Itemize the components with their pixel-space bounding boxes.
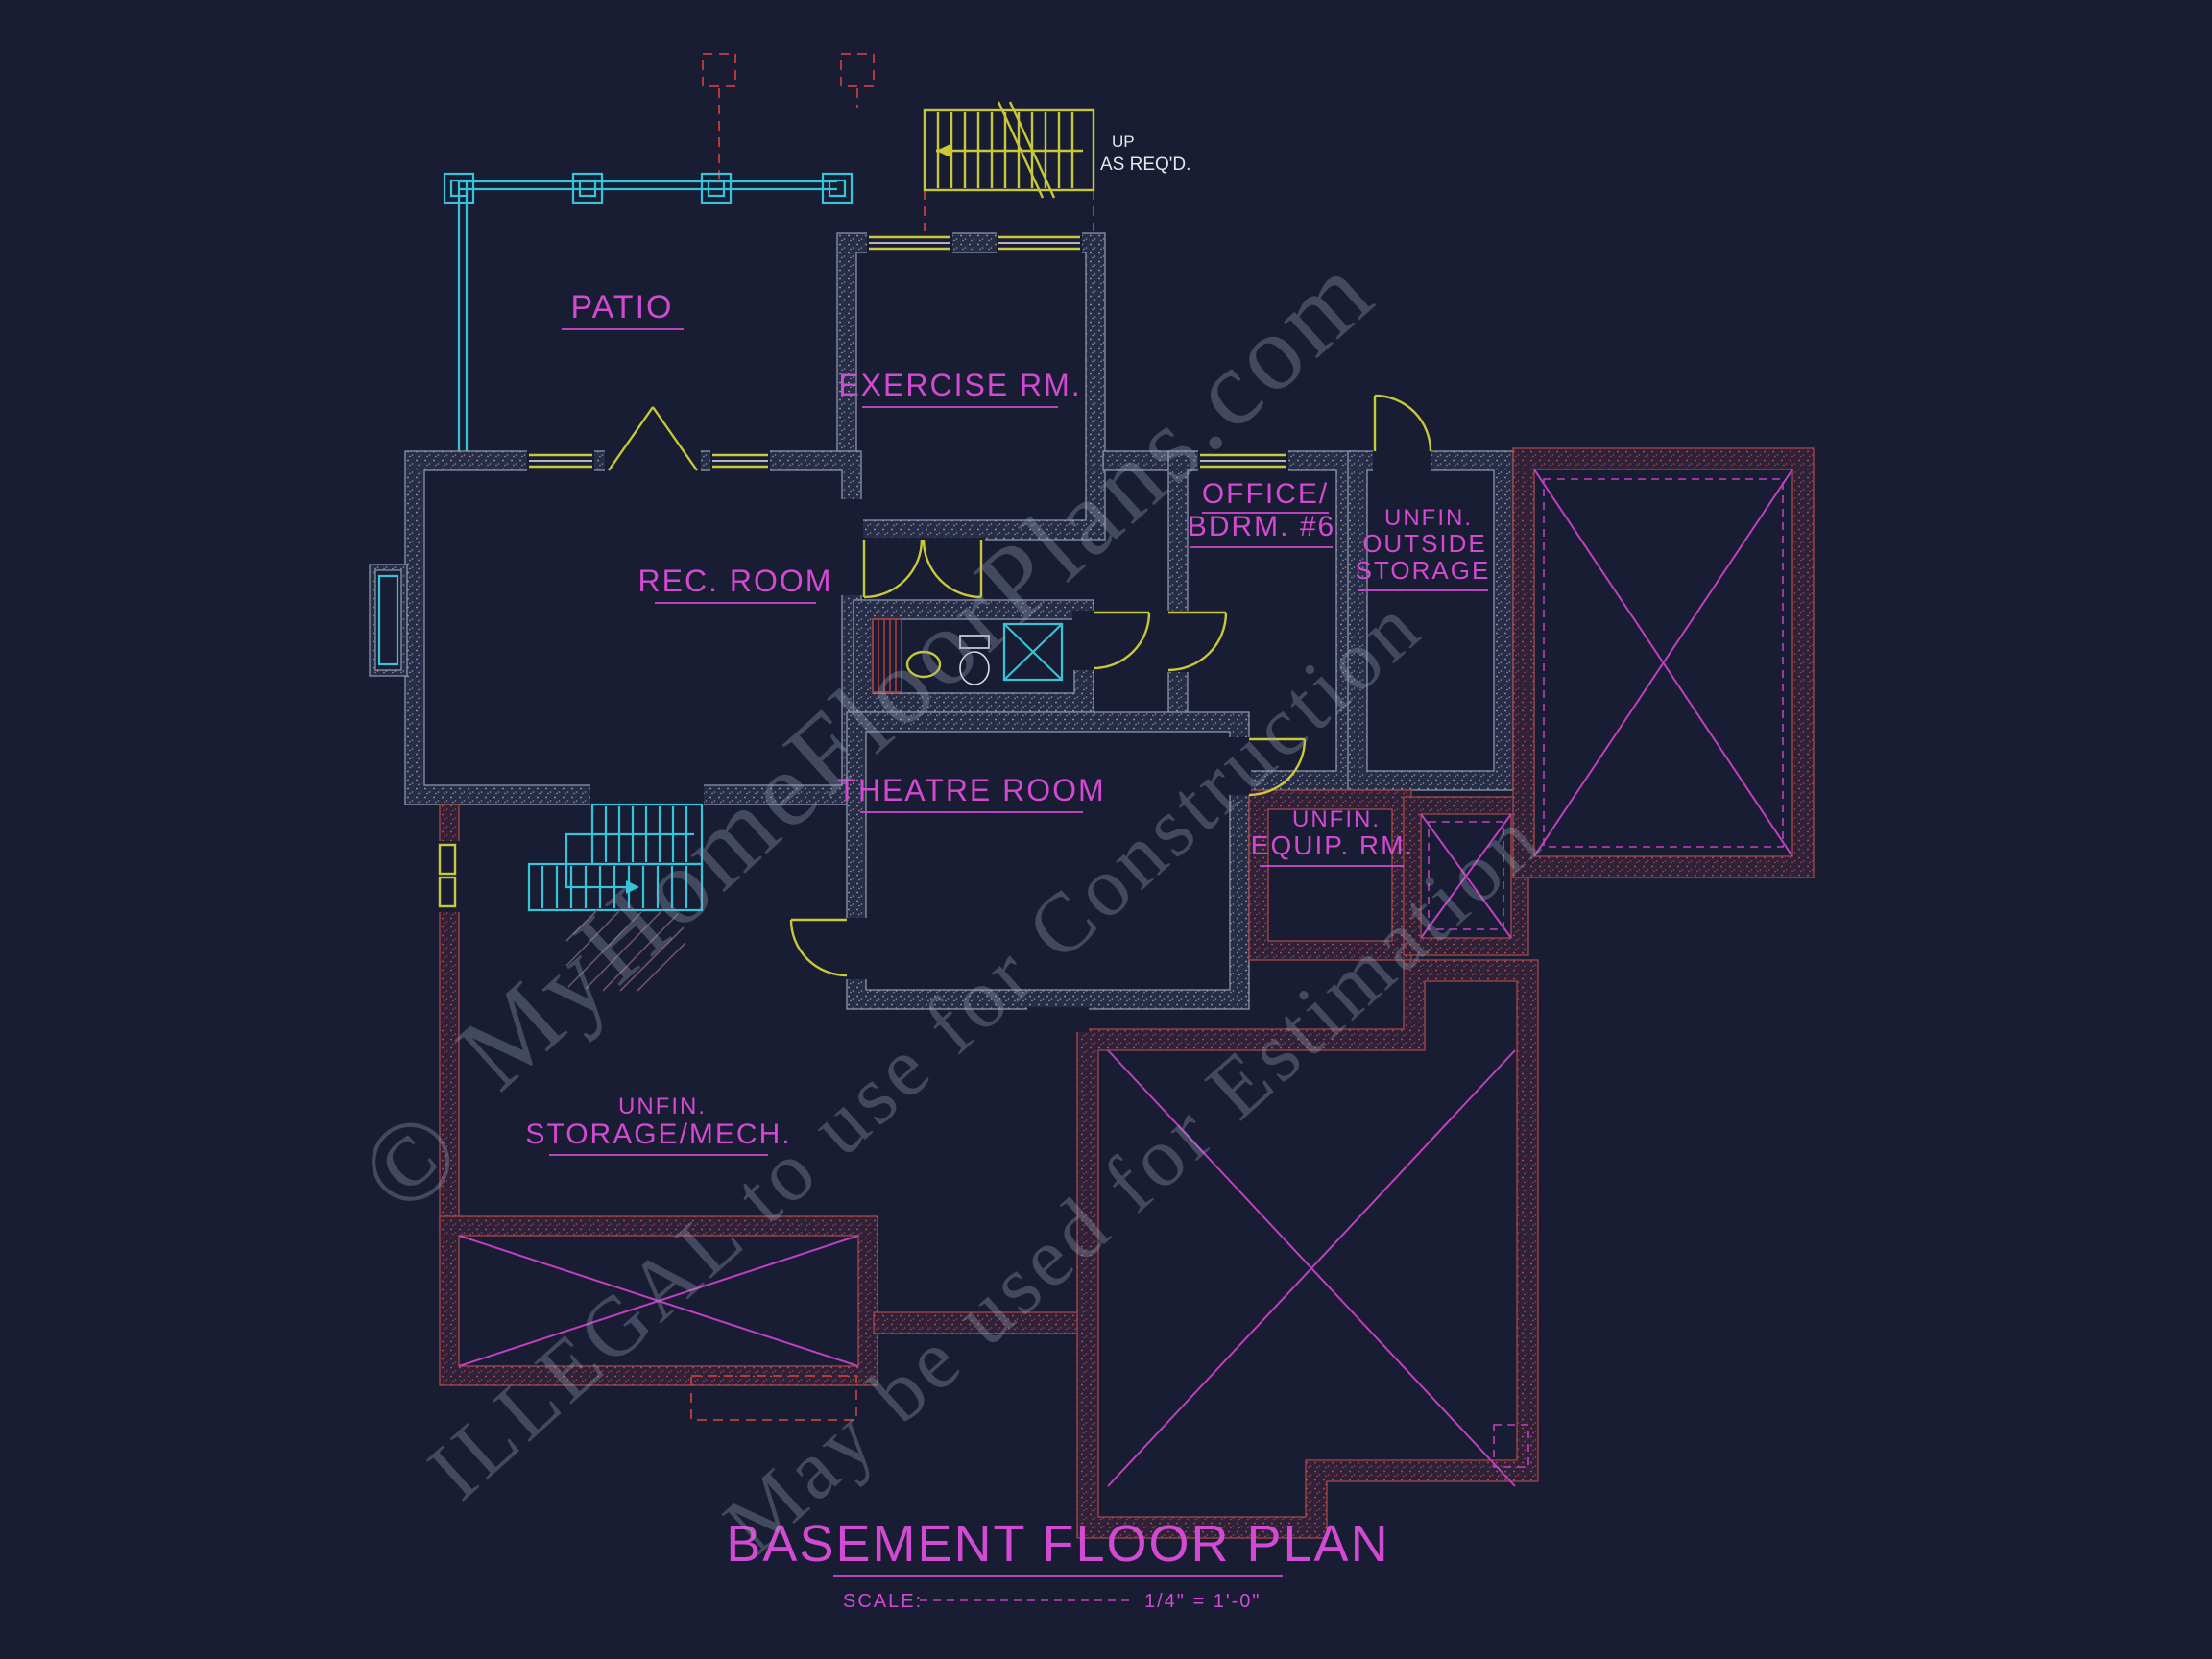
room-office	[1167, 450, 1357, 791]
bath-fixtures	[872, 618, 1064, 693]
label-outside-storage-2: OUTSIDE	[1362, 529, 1487, 558]
label-outside-storage-3: STORAGE	[1356, 556, 1491, 585]
bath-door	[1093, 611, 1151, 670]
window-office	[1200, 453, 1286, 469]
outside-storage-door	[1373, 394, 1432, 452]
windows	[529, 235, 1286, 469]
label-equip-2: EQUIP. RM.	[1251, 830, 1414, 860]
garage-slab-right	[1512, 447, 1815, 878]
drawing-title: BASEMENT FLOOR PLAN	[726, 1515, 1389, 1573]
label-storage-mech-2: STORAGE/MECH.	[525, 1118, 791, 1150]
interior-stair-arrowhead	[626, 880, 639, 894]
label-storage-mech-1: UNFIN.	[618, 1094, 707, 1119]
label-office-1: OFFICE/	[1202, 478, 1329, 510]
room-rec	[404, 450, 862, 805]
window-well	[1403, 796, 1529, 956]
porch-dashed	[690, 1375, 857, 1421]
roof-dashed-lines	[702, 53, 1094, 231]
scale-prefix: SCALE:	[843, 1591, 923, 1612]
linen-shelves	[872, 618, 902, 693]
storage-mech-opening	[438, 843, 457, 908]
theatre-storage-door	[789, 918, 848, 977]
hall-double-door	[862, 539, 983, 599]
room-theatre	[846, 711, 1250, 1010]
unexcavated-bottom-right	[1076, 959, 1539, 1539]
office-door	[1167, 611, 1228, 672]
stair-up-label: UP	[1112, 132, 1135, 151]
label-office-2: BDRM. #6	[1188, 511, 1335, 542]
stair-arrowhead	[936, 144, 950, 157]
room-outside-storage	[1347, 450, 1514, 791]
patio-outline	[443, 172, 854, 454]
toilet	[959, 635, 990, 685]
patio-posts	[443, 172, 854, 204]
title-block: BASEMENT FLOOR PLAN SCALE: 1/4" = 1'-0"	[726, 1515, 1389, 1612]
label-theatre-room: THEATRE ROOM	[837, 773, 1105, 807]
window-exercise-right	[998, 235, 1080, 251]
shower	[1002, 622, 1064, 682]
room-labels: PATIO EXERCISE RM. REC. ROOM OFFICE/ BDR…	[525, 289, 1491, 1156]
interior-stair	[527, 803, 704, 992]
label-patio: PATIO	[571, 289, 674, 325]
watermark-copyright: ©	[334, 1081, 488, 1238]
equip-door	[1248, 737, 1307, 797]
scale-value: 1/4" = 1'-0"	[1144, 1591, 1262, 1612]
room-equip	[1248, 789, 1412, 961]
fireplace	[369, 564, 408, 677]
label-rec-room: REC. ROOM	[638, 564, 833, 598]
window-rec-right	[712, 453, 768, 469]
label-exercise-rm: EXERCISE RM.	[838, 368, 1081, 402]
sink	[905, 650, 942, 679]
label-equip-1: UNFIN.	[1292, 806, 1381, 832]
window-exercise-left	[869, 235, 950, 251]
door-swings	[438, 394, 1432, 977]
window-rec-left	[529, 453, 592, 469]
slab-bottom-left	[439, 1215, 878, 1386]
stair-note-label: AS REQ'D.	[1100, 155, 1190, 175]
under-stair-hatch	[565, 909, 686, 992]
label-outside-storage-1: UNFIN.	[1384, 505, 1473, 531]
exterior-stair: UP AS REQ'D.	[923, 101, 1190, 199]
patio-double-door	[608, 406, 698, 471]
